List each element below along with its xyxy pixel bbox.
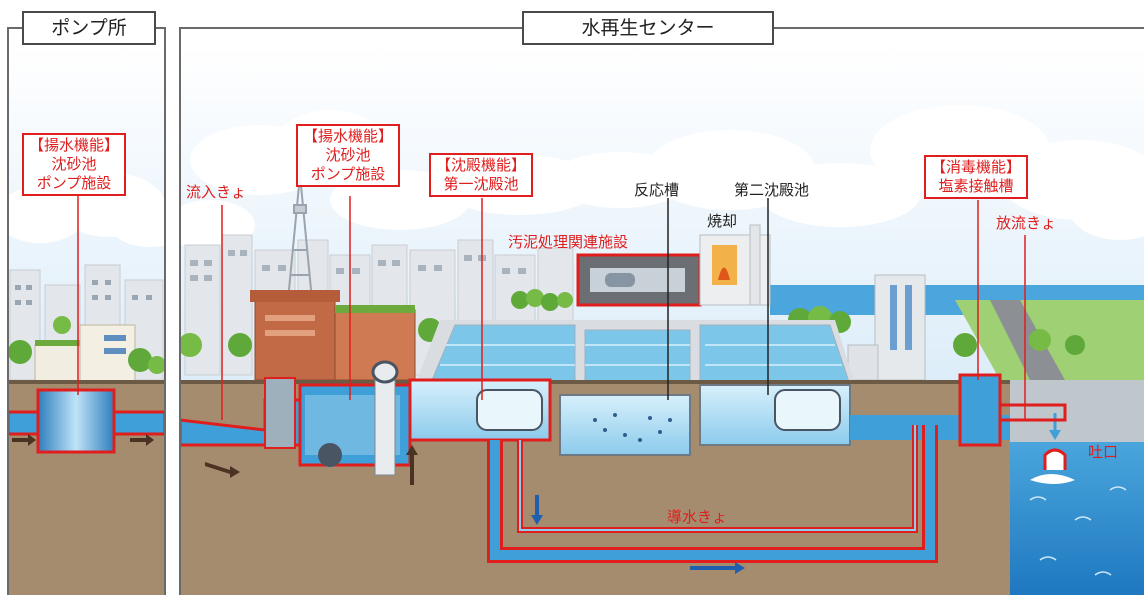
- flow-arrow-icon: [12, 434, 154, 446]
- primary-sedimentation-label: 【沈殿機能】 第一沈殿池: [429, 153, 534, 197]
- disinfection-label: 【消毒機能】 塩素接触槽: [924, 155, 1029, 199]
- reaction-tank-label: 反応槽: [634, 181, 680, 199]
- label-line: 沈砂池: [325, 146, 371, 164]
- label-title: 【消毒機能】: [931, 158, 1022, 176]
- incineration-label: 焼却: [707, 212, 738, 230]
- flow-arrow-icon: [205, 445, 418, 485]
- center-pump-facility-label: 【揚水機能】 沈砂池 ポンプ施設: [296, 124, 401, 187]
- flow-arrow-icon: [531, 495, 745, 574]
- tree-icon: [8, 316, 165, 374]
- reclamation-center-panel: [180, 45, 1144, 595]
- pump-station-panel: [8, 45, 165, 595]
- secondary-sedimentation-label: 第二沈殿池: [734, 181, 810, 199]
- label-line: 塩素接触槽: [938, 177, 1014, 195]
- label-title: 【揚水機能】: [303, 127, 394, 145]
- label-line: ポンプ施設: [310, 165, 386, 183]
- label-title: 【沈殿機能】: [436, 156, 527, 174]
- sludge-facility-label: 汚泥処理関連施設: [508, 233, 629, 251]
- pump-station-facility-label: 【揚水機能】 沈砂池 ポンプ施設: [22, 133, 127, 196]
- label-line: 沈砂池: [51, 155, 97, 173]
- label-line: 第一沈殿池: [443, 175, 519, 193]
- discharge-conduit-label: 放流きょ: [996, 214, 1057, 232]
- inflow-conduit-label: 流入きょ: [186, 183, 247, 201]
- label-line: ポンプ施設: [36, 174, 112, 192]
- outlet-label: 吐口: [1088, 443, 1119, 461]
- headrace-label: 導水きょ: [667, 508, 728, 526]
- pump-station-tab: ポンプ所: [22, 11, 156, 45]
- reclamation-center-tab: 水再生センター: [522, 11, 774, 45]
- label-title: 【揚水機能】: [29, 136, 120, 154]
